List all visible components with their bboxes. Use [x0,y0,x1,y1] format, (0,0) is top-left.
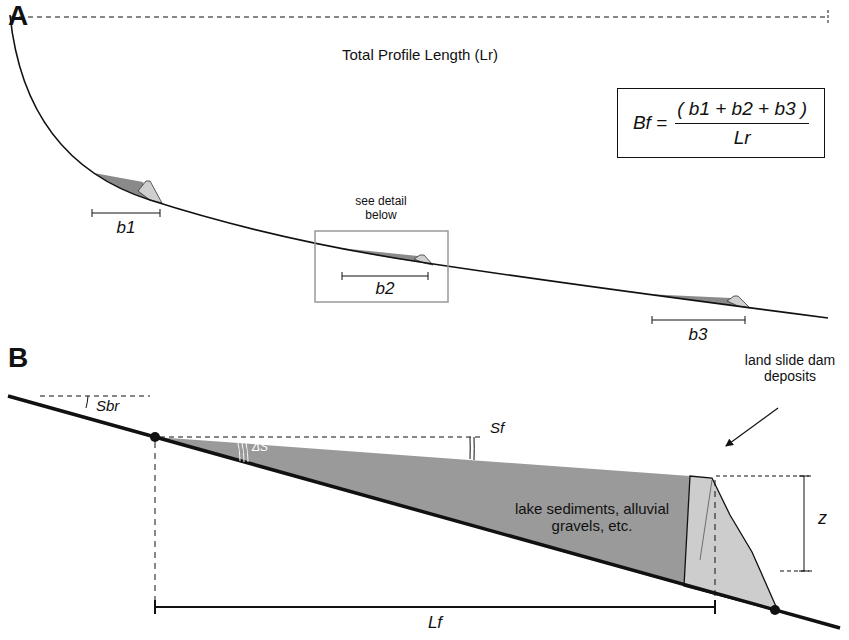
formula-box: Bf = ( b1 + b2 + b3 )Lr [617,88,825,158]
formula-text: ( b1 + b2 + b3 ) [675,98,809,124]
dimension-label: Total Profile Length (Lr) [342,46,498,63]
slope-label: ΔS [252,441,268,455]
material-label: lake sediments, alluvial gravels, etc. [510,500,675,535]
dimension-label: Lf [428,613,442,633]
panel-letter: B [8,342,28,374]
slope-label: Sbr [96,397,119,414]
dimension-label: z [818,508,827,529]
panel-letter: A [8,0,28,32]
fraction: ( b1 + b2 + b3 )Lr [675,98,809,149]
formula-text: Bf = [633,112,667,134]
formula-text: Lr [734,124,751,149]
dimension-label: b1 [117,218,136,238]
material-label: land slide dam deposits [740,352,840,384]
note-label: see detail below [341,195,421,223]
slope-label: Sf [490,419,504,436]
dimension-label: b2 [376,279,395,299]
dimension-label: b3 [689,325,708,345]
